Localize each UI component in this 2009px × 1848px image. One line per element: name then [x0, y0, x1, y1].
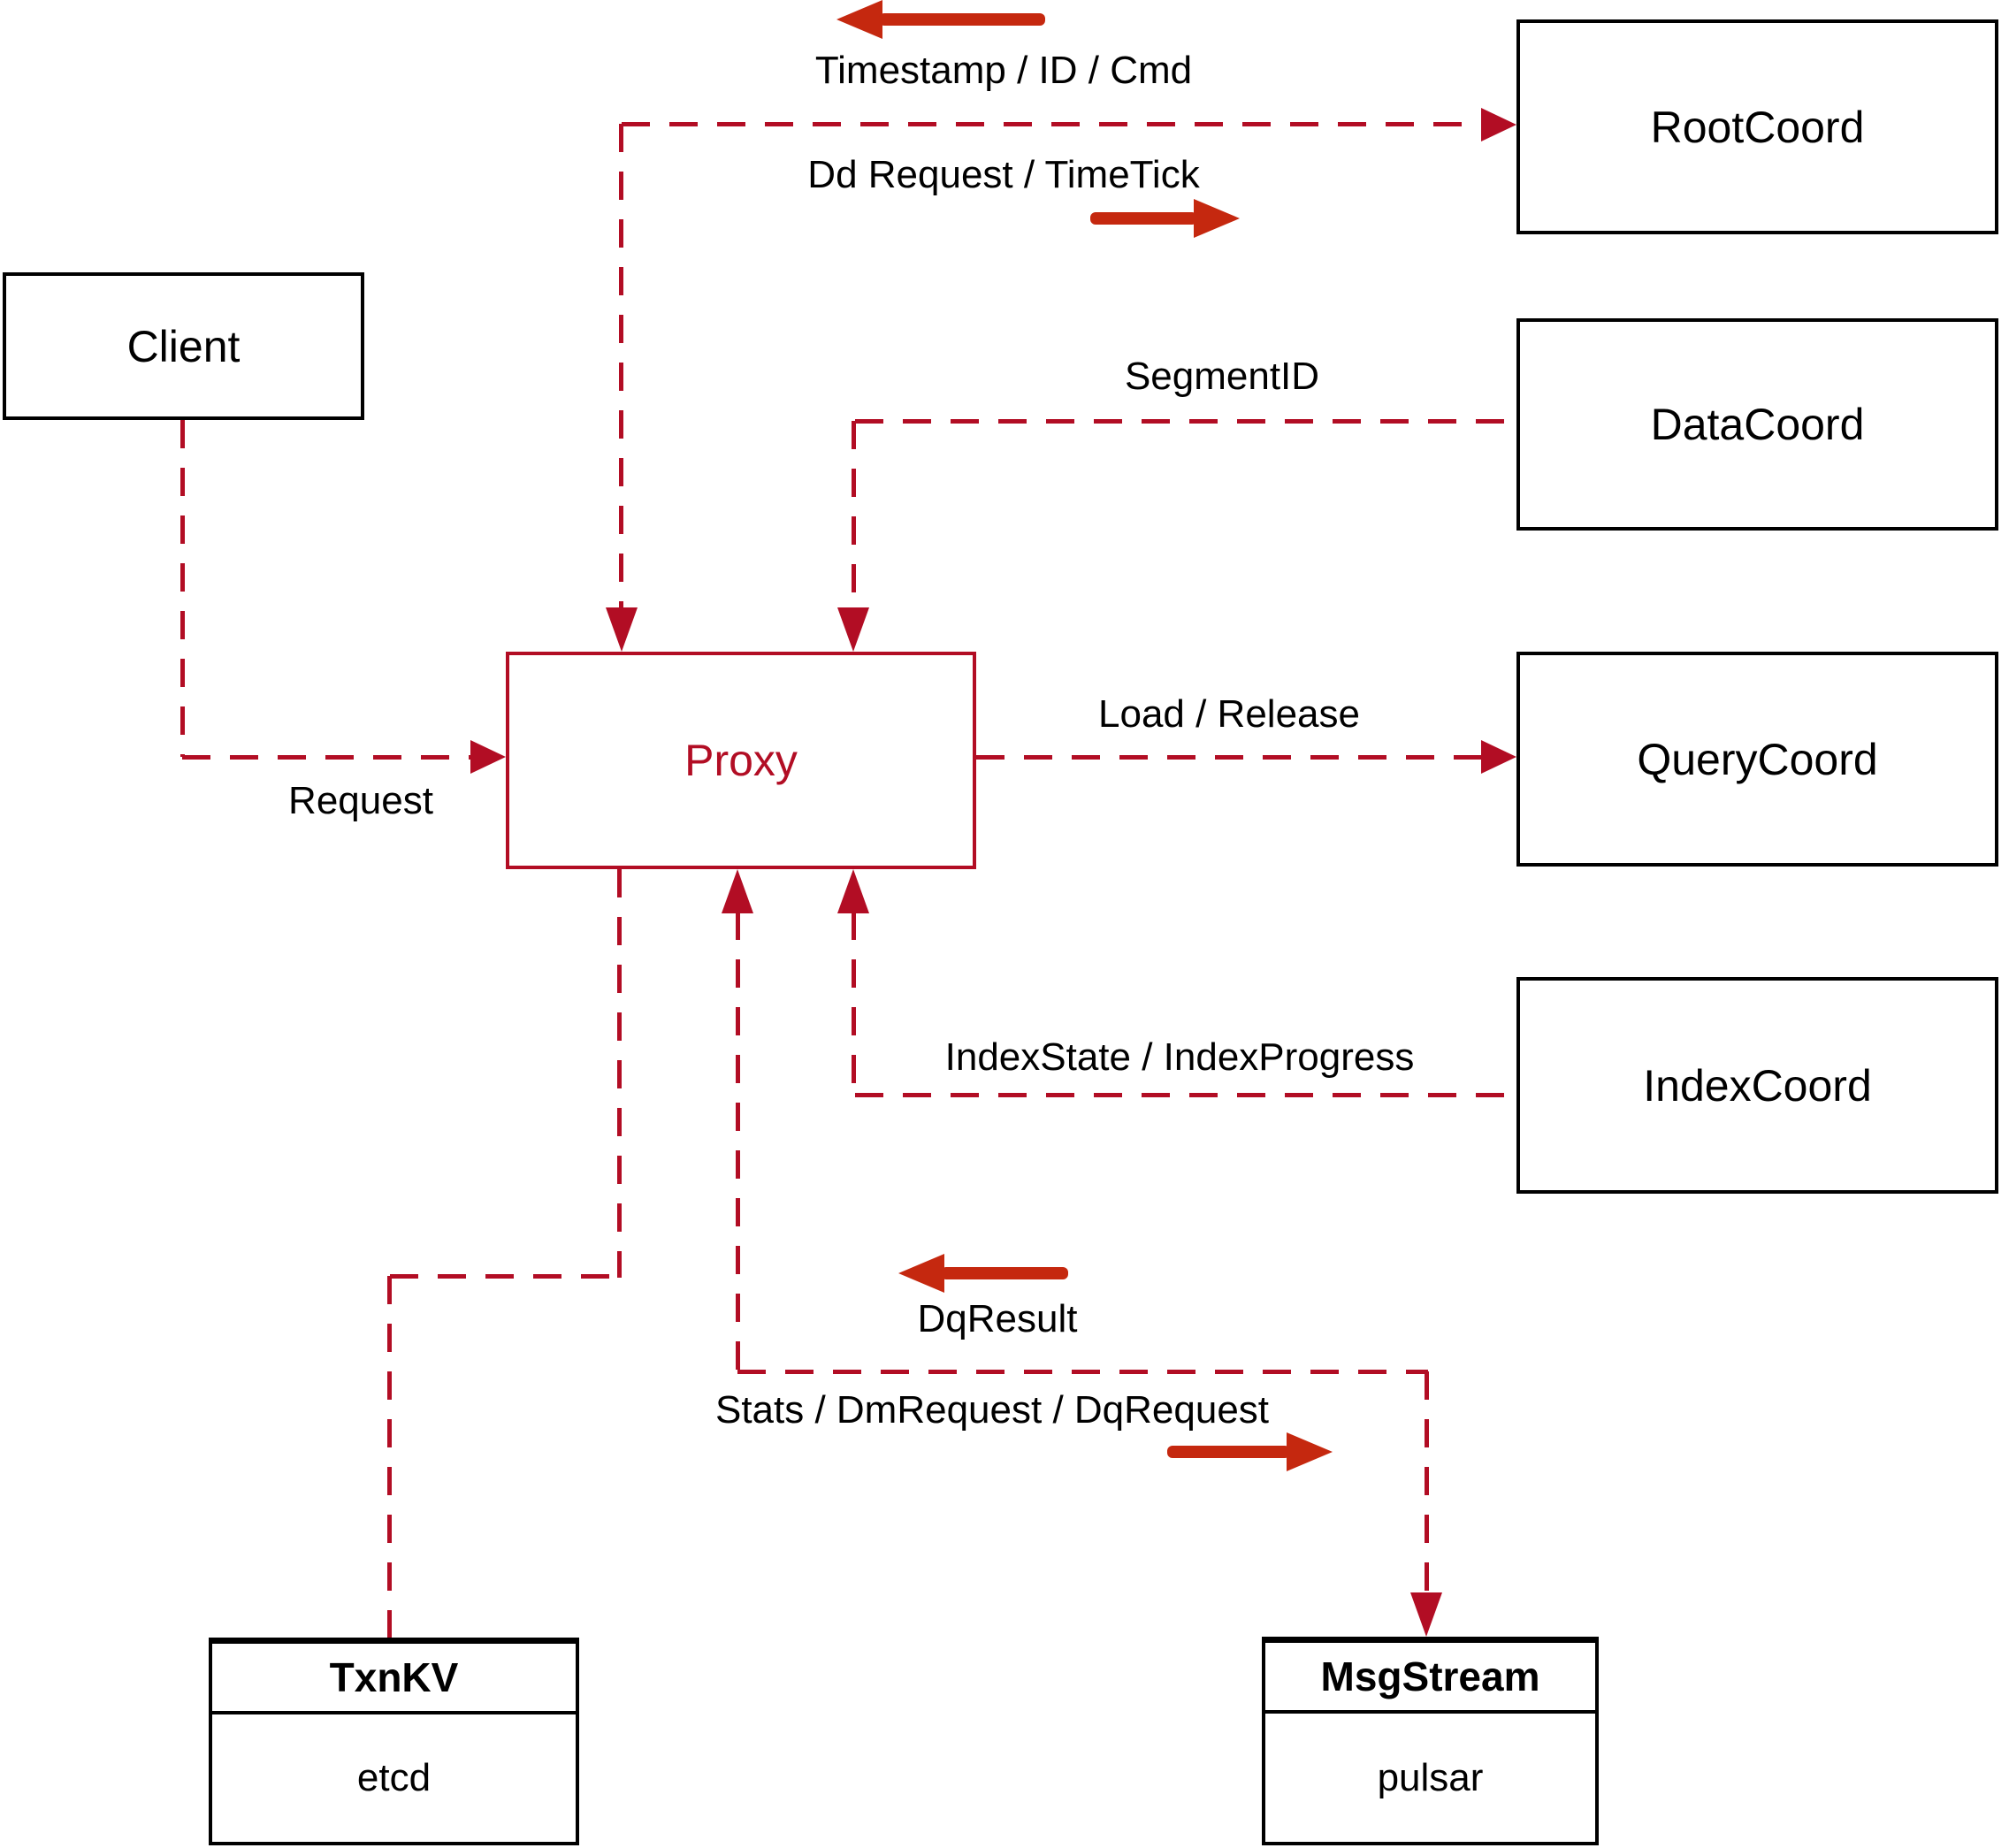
arrowhead-into-proxy-bottom-middle [722, 869, 753, 913]
node-msgstream-title: MsgStream [1265, 1643, 1595, 1714]
edge-datacoord-proxy-hline [855, 419, 1516, 424]
edge-proxy-txnkv-hline [390, 1274, 622, 1279]
node-proxy: Proxy [506, 652, 976, 869]
node-txnkv: TxnKV etcd [209, 1638, 579, 1845]
edge-label-timestamp-id-cmd: Timestamp / ID / Cmd [814, 49, 1193, 92]
node-datacoord: DataCoord [1516, 318, 1998, 531]
arrow-left-icon [898, 1254, 944, 1293]
arrowhead-into-proxy-left [470, 740, 506, 774]
arrowhead-into-proxy-bottom-right [837, 869, 869, 913]
edge-label-load-release: Load / Release [1098, 692, 1360, 736]
arrowhead-into-proxy-top-right [837, 607, 869, 652]
node-indexcoord: IndexCoord [1516, 977, 1998, 1194]
edge-client-proxy-hline [182, 755, 472, 760]
arrow-shaft [879, 13, 1045, 26]
arrowhead-into-msgstream [1410, 1592, 1442, 1637]
node-txnkv-subtitle: etcd [356, 1756, 432, 1799]
edge-indexcoord-proxy-hline [855, 1093, 1516, 1097]
arrowhead-into-rootcoord [1481, 108, 1516, 141]
node-querycoord-label: QueryCoord [1637, 734, 1878, 784]
arrow-right-icon [1287, 1432, 1333, 1471]
node-rootcoord: RootCoord [1516, 19, 1998, 234]
edge-label-dd-request-timetick: Dd Request / TimeTick [807, 153, 1200, 196]
node-client-label: Client [126, 321, 241, 371]
arrow-left-icon [836, 0, 882, 39]
edge-proxy-querycoord-hline [976, 755, 1483, 760]
edge-label-stats-dm-dq: Stats / DmRequest / DqRequest [714, 1388, 1270, 1432]
edge-rootcoord-proxy-vline [619, 124, 623, 609]
arrow-shaft [941, 1267, 1068, 1279]
arrow-right-icon [1194, 199, 1240, 238]
edge-label-index-state: IndexState / IndexProgress [944, 1035, 1415, 1079]
node-rootcoord-label: RootCoord [1650, 102, 1865, 152]
node-datacoord-label: DataCoord [1650, 400, 1865, 449]
edge-label-segment-id: SegmentID [1124, 355, 1320, 398]
node-msgstream: MsgStream pulsar [1262, 1637, 1599, 1845]
node-client: Client [3, 272, 364, 420]
edge-label-dq-result: DqResult [917, 1297, 1078, 1340]
edge-proxy-msgstream-vline-lower [1425, 1371, 1429, 1592]
arrowhead-into-querycoord [1481, 740, 1516, 774]
node-querycoord: QueryCoord [1516, 652, 1998, 867]
edge-datacoord-proxy-vline [852, 421, 856, 609]
arrow-shaft [1090, 212, 1197, 225]
edge-label-request: Request [288, 779, 433, 822]
edge-indexcoord-proxy-vline [852, 912, 856, 1095]
edge-proxy-txnkv-vline-lower [387, 1276, 392, 1638]
edge-client-proxy-vline [180, 420, 185, 757]
arrowhead-into-proxy-top-left [606, 607, 638, 652]
edge-proxy-rootcoord-hline [622, 122, 1483, 126]
edge-proxy-txnkv-vline-upper [617, 869, 622, 1278]
node-indexcoord-label: IndexCoord [1643, 1060, 1872, 1111]
edge-proxy-msgstream-vline-upper [736, 912, 740, 1374]
node-msgstream-subtitle: pulsar [1377, 1755, 1484, 1799]
node-txnkv-title: TxnKV [212, 1644, 576, 1714]
node-proxy-label: Proxy [684, 736, 798, 785]
arrow-shaft [1167, 1446, 1290, 1458]
edge-proxy-msgstream-hline [737, 1370, 1428, 1374]
